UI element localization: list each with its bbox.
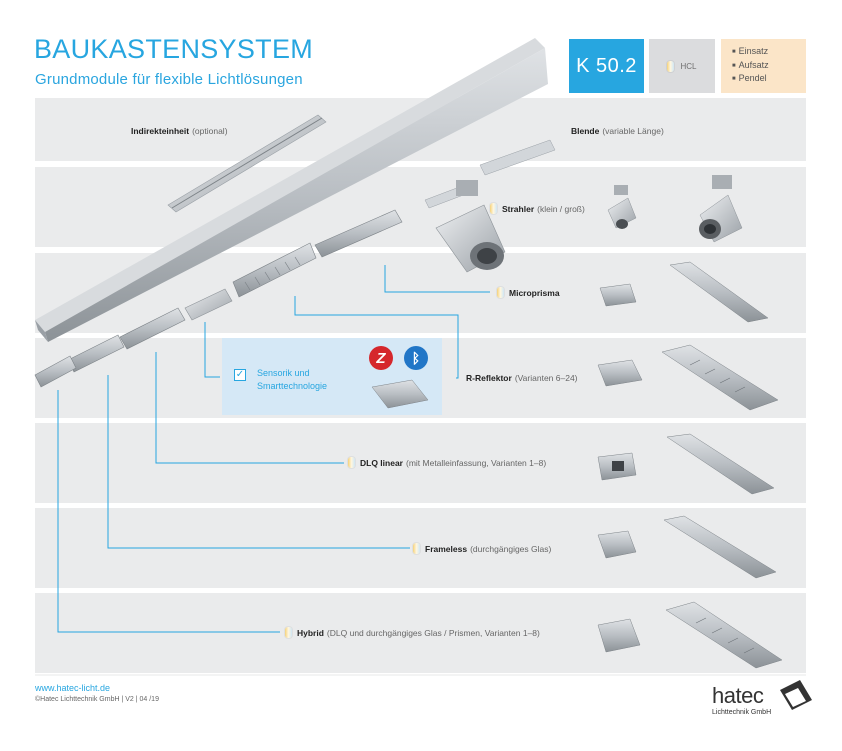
label-reflektor: R-Reflektor(Varianten 6–24) [466,373,578,383]
website-link[interactable]: www.hatec-licht.de [35,683,111,693]
row-band-hybrid [35,593,806,673]
hcl-icon [413,543,420,554]
copyright: ©Hatec Lichttechnik GmbH | V2 | 04 /19 [35,696,159,703]
label-hybrid: Hybrid(DLQ und durchgängiges Glas / Pris… [285,627,540,638]
page-title: BAUKASTENSYSTEM [34,34,314,64]
hcl-badge: HCL [649,39,715,93]
bluetooth-icon: ᛒ [404,346,428,370]
product-badge: K 50.2 [569,39,644,93]
sensor-line2: Smarttechnologie [257,381,328,391]
hcl-color-icon [667,60,675,72]
check-icon: ✓ [234,369,246,381]
label-blende: Blende(variable Länge) [571,126,664,136]
label-indirekt: Indirekteinheit(optional) [131,126,228,136]
hcl-icon [497,287,504,298]
company-logo-sub: Lichttechnik GmbH [712,709,772,716]
hcl-icon [490,203,497,214]
mount-option: Pendel [732,72,806,86]
label-strahler: Strahler(klein / groß) [490,203,585,214]
sensor-line1: Sensorik und [257,368,310,378]
hatec-logo-mark [780,680,812,710]
company-logo: hatec [712,683,764,708]
label-frameless: Frameless(durchgängiges Glas) [413,543,551,554]
hcl-label: HCL [680,61,697,71]
row-band-strahler [35,167,806,247]
mounting-options: Einsatz Aufsatz Pendel [721,39,806,93]
label-dlq: DLQ linear(mit Metalleinfassung, Variant… [348,457,546,468]
label-microprisma: Microprisma [497,287,560,298]
mount-option: Aufsatz [732,59,806,73]
hcl-icon [285,627,292,638]
zigbee-icon: Z [369,346,393,370]
sensor-label: Sensorik und Smarttechnologie [257,367,327,393]
page-subtitle: Grundmodule für flexible Lichtlösungen [35,71,303,88]
mount-option: Einsatz [732,45,806,59]
hcl-icon [348,457,355,468]
